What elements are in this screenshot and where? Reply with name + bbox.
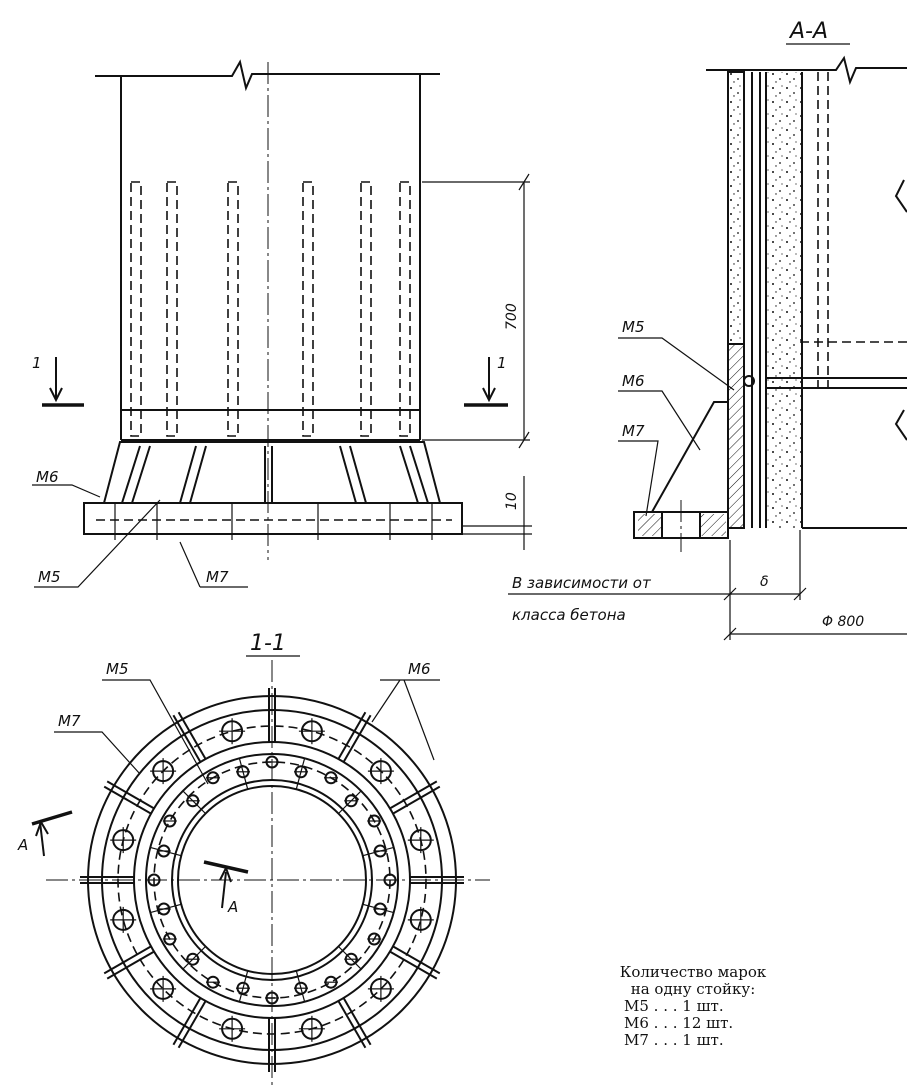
label-m5-aa: M5 [622, 318, 645, 336]
quantity-title-2: на одну стойку: [630, 980, 756, 998]
rib-m6-plan [389, 780, 438, 810]
rib-m6-plan [392, 785, 441, 815]
rib-m6-plan [177, 1000, 207, 1049]
rib-m6-plan [103, 785, 152, 815]
radial-tick [338, 946, 362, 970]
front-elevation: 700 10 1 1 M6 M5 M7 [32, 59, 532, 588]
ribs-m6 [121, 445, 429, 504]
dim-delta-label: δ [760, 574, 769, 590]
radial-tick [362, 903, 394, 914]
dim-d800-label: Φ 800 [822, 614, 864, 630]
radial-tick [295, 758, 306, 790]
rib-m6-plan [106, 780, 155, 810]
cut-1-left: 1 [32, 354, 42, 372]
quantity-row-m6: M6 . . . 12 шт. [624, 1014, 734, 1032]
note-line-2: класса бетона [512, 606, 626, 624]
rib-m6-plan [337, 711, 367, 760]
radial-tick [238, 970, 249, 1002]
quantity-table: Количество марок на одну стойку: M5 . . … [598, 964, 788, 1049]
section-1-1: 1-1 A A M5 M7 M6 [17, 631, 490, 1086]
radial-tick [182, 946, 206, 970]
dim-700-label: 700 [504, 303, 520, 330]
cut-1-right: 1 [497, 354, 507, 372]
quantity-row-m5: M5 . . . 1 шт. [624, 997, 724, 1015]
quantity-title-1: Количество марок [619, 963, 767, 981]
radial-tick [182, 790, 206, 814]
radial-tick [238, 758, 249, 790]
note-line-1: В зависимости от [512, 574, 652, 592]
radial-tick [150, 903, 182, 914]
label-m6-front: M6 [36, 468, 59, 486]
rib-m6-plan [172, 997, 202, 1046]
section-a-a: A-A M5 M6 [508, 19, 907, 641]
rib-m6-plan [342, 997, 372, 1046]
quantity-row-m7: M7 . . . 1 шт. [624, 1031, 724, 1049]
label-m6-plan: M6 [408, 660, 431, 678]
cut-a-left: A [17, 836, 28, 854]
rib-m6-plan [389, 950, 438, 980]
ribs-plan [80, 688, 464, 1072]
label-m5-plan: M5 [106, 660, 129, 678]
rib-m6-plan [342, 714, 372, 763]
radial-tick [295, 970, 306, 1002]
section-11-title: 1-1 [250, 631, 286, 656]
rib-m6-plan [172, 714, 202, 763]
cut-a-right: A [227, 898, 238, 916]
radial-tick [338, 790, 362, 814]
embedded-bars [130, 181, 411, 437]
radial-tick [150, 846, 182, 857]
dim-10-label: 10 [504, 492, 520, 510]
section-aa-title: A-A [788, 19, 828, 44]
label-m7-front: M7 [206, 568, 229, 586]
flange-bolts [110, 718, 434, 1042]
rib-m6-plan [177, 711, 207, 760]
rib-m6-plan [106, 950, 155, 980]
label-m7-aa: M7 [622, 422, 645, 440]
label-m7-plan: M7 [58, 712, 81, 730]
rib-m6-plan [392, 945, 441, 975]
label-m5-front: M5 [38, 568, 61, 586]
label-m6-aa: M6 [622, 372, 645, 390]
radial-tick [362, 846, 394, 857]
rib-m6-plan [103, 945, 152, 975]
rib-m6-plan [337, 1000, 367, 1049]
